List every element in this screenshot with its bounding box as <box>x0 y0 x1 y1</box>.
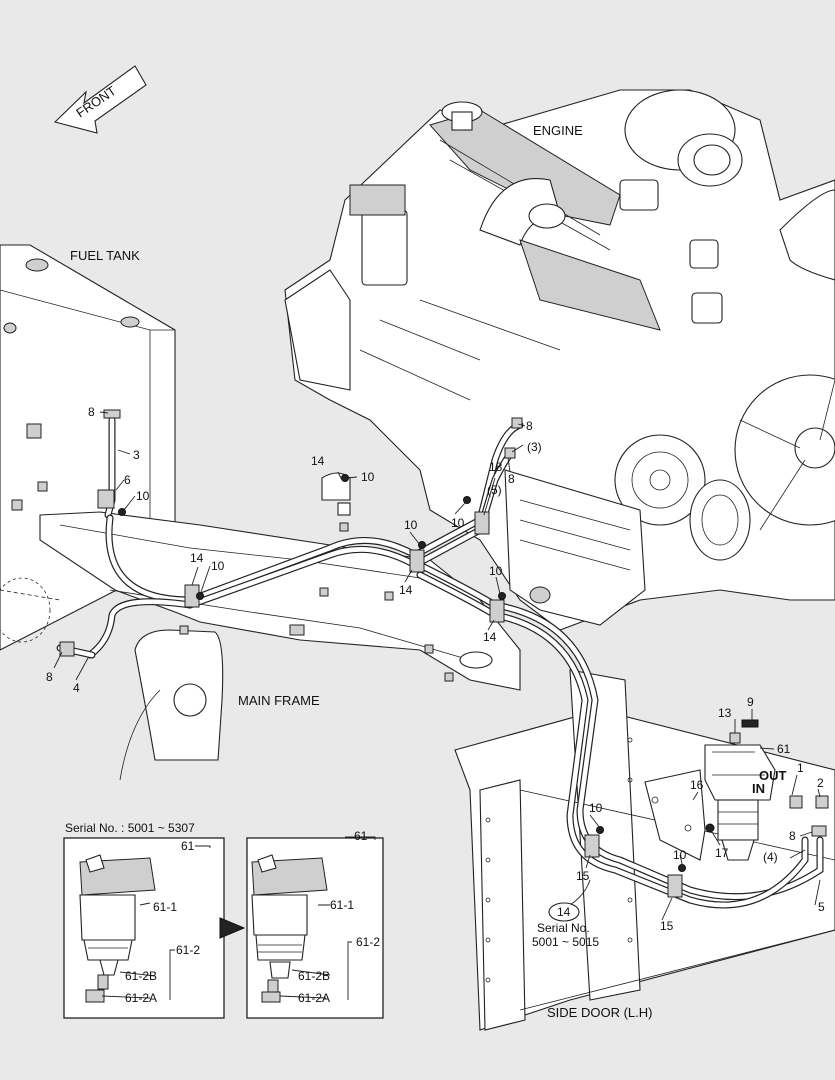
inset-right-61-2: 61-2 <box>356 935 380 949</box>
callout-10: 10 <box>451 516 465 530</box>
callout-labels: 8 3 6 10 14 10 10 14 8 4 8 (3) 18 (5) 8 … <box>46 405 825 933</box>
callout-15: 15 <box>576 869 590 883</box>
callout-10: 10 <box>404 518 418 532</box>
callout-2: 2 <box>817 776 824 790</box>
callout-8: 8 <box>46 670 53 684</box>
front-arrow: FRONT <box>53 65 147 134</box>
engine-label: ENGINE <box>533 123 583 138</box>
fuel-tank-label: FUEL TANK <box>70 248 140 263</box>
callout-8: 8 <box>508 472 515 486</box>
callout-14: 14 <box>483 630 497 644</box>
callout-18: 18 <box>489 460 503 474</box>
callout-16: 16 <box>690 778 704 792</box>
callout-3-ref: (3) <box>527 440 542 454</box>
callout-10: 10 <box>673 848 687 862</box>
callout-14-circled: 14 <box>557 905 571 919</box>
inset-right-61-2a: 61-2A <box>298 991 330 1005</box>
callout-3: 3 <box>133 448 140 462</box>
arrow-icon <box>219 917 246 939</box>
callout-8: 8 <box>789 829 796 843</box>
callout-5: 5 <box>818 900 825 914</box>
inset-right-61-1: 61-1 <box>330 898 354 912</box>
callout-61: 61 <box>777 742 791 756</box>
callout-6: 6 <box>124 473 131 487</box>
leader-lines <box>53 411 821 921</box>
side-door: SIDE DOOR (L.H) <box>454 669 835 1031</box>
callout-14: 14 <box>399 583 413 597</box>
callout-17: 17 <box>715 846 729 860</box>
callout-8: 8 <box>526 419 533 433</box>
engine: ENGINE <box>284 89 835 631</box>
clamp-6 <box>97 489 115 509</box>
main-frame-label: MAIN FRAME <box>238 693 320 708</box>
serial-note: 14 Serial No. 5001 ~ 5015 <box>532 902 599 949</box>
fuel-filter-61: OUT IN <box>644 719 787 861</box>
inset-right-61: 61 <box>354 829 368 843</box>
callout-10: 10 <box>211 559 225 573</box>
clamps <box>59 409 829 898</box>
clamp-8a <box>103 409 121 419</box>
callout-15: 15 <box>660 919 674 933</box>
callout-8: 8 <box>88 405 95 419</box>
inset-left-61-2b: 61-2B <box>125 969 157 983</box>
port-out: OUT <box>759 768 787 783</box>
callout-13: 13 <box>718 706 732 720</box>
callout-5-ref: (5) <box>487 483 502 497</box>
port-in: IN <box>752 781 765 796</box>
callout-1: 1 <box>797 761 804 775</box>
callout-10: 10 <box>136 489 150 503</box>
callout-9: 9 <box>747 695 754 709</box>
callout-10: 10 <box>589 801 603 815</box>
inset-left-61-2a: 61-2A <box>125 991 157 1005</box>
filter-right <box>251 854 328 1003</box>
inset-serial: Serial No. : 5001 ~ 5307 <box>65 821 195 835</box>
inset-left-61-1: 61-1 <box>153 900 177 914</box>
inset-left-61: 61 <box>181 839 195 853</box>
callout-10: 10 <box>489 564 503 578</box>
inset-left-61-2: 61-2 <box>176 943 200 957</box>
serial-note-label: Serial No. <box>537 921 590 935</box>
inset-panel: Serial No. : 5001 ~ 5307 <box>63 821 384 1019</box>
serial-note-range: 5001 ~ 5015 <box>532 935 599 949</box>
callout-4: 4 <box>73 681 80 695</box>
side-door-label: SIDE DOOR (L.H) <box>547 1005 652 1020</box>
inset-right-61-2b: 61-2B <box>298 969 330 983</box>
callout-14: 14 <box>190 551 204 565</box>
filter-left <box>79 854 156 1003</box>
callout-14: 14 <box>311 454 325 468</box>
callout-10: 10 <box>361 470 375 484</box>
callout-4-ref: (4) <box>763 850 778 864</box>
